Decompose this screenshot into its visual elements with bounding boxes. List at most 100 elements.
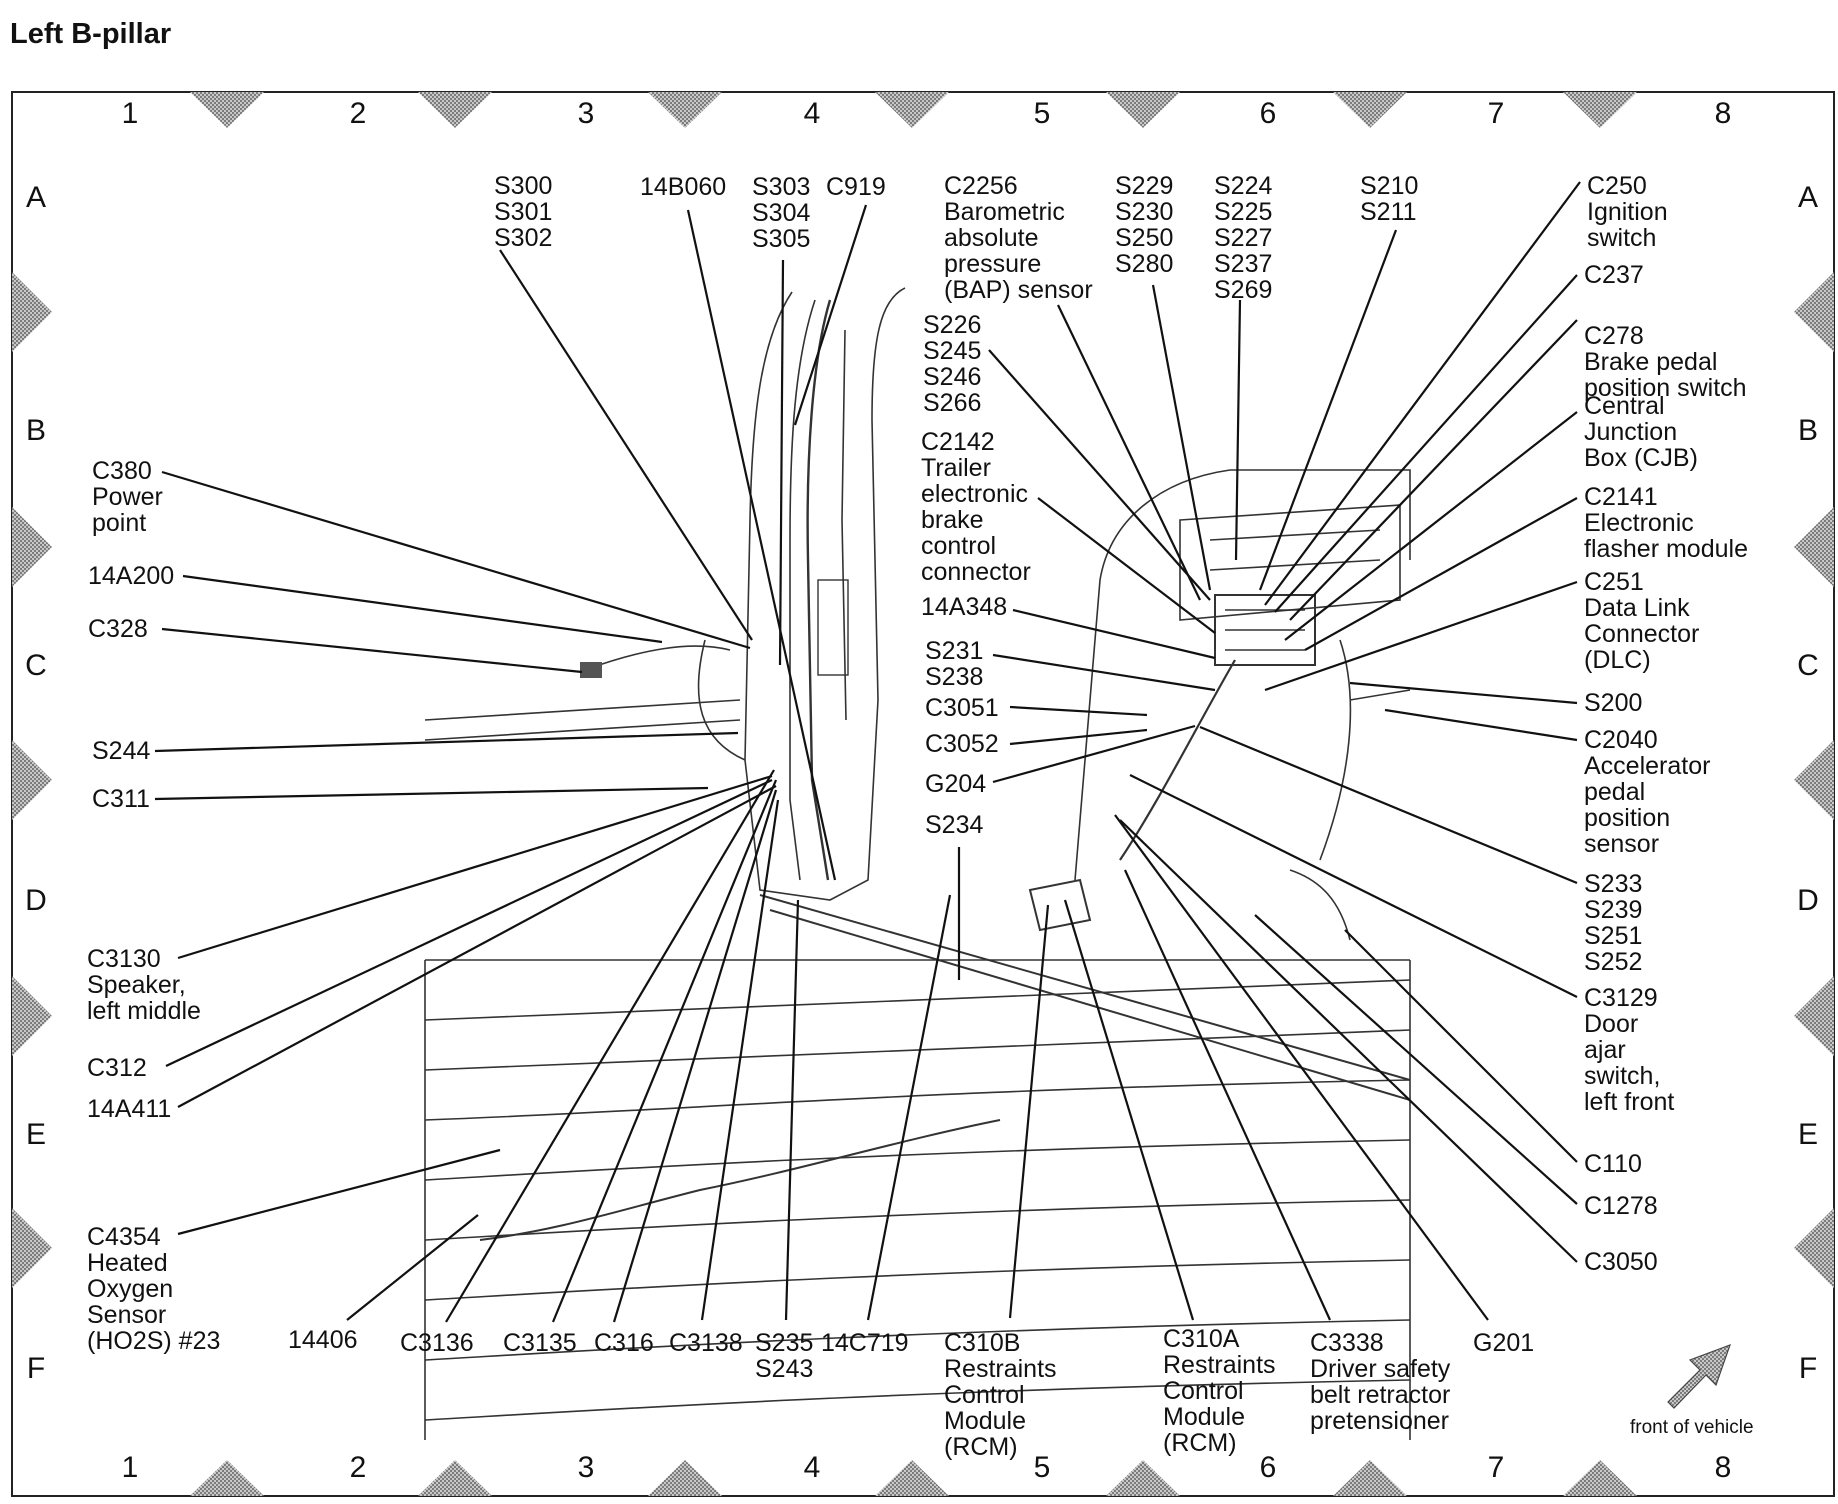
callout-14c719: 14C719 (821, 1329, 909, 1357)
callout-line: S303 (752, 173, 810, 201)
callout-line: S280 (1115, 250, 1173, 278)
callout-line: 14A411 (87, 1095, 171, 1123)
callout-line: C316 (594, 1329, 654, 1357)
callout-c3050: C3050 (1584, 1248, 1658, 1276)
grid-row-right-C: C (1797, 649, 1819, 682)
front-arrow-icon (1667, 1343, 1731, 1409)
callout-line: sensor (1584, 830, 1659, 858)
callout-line: S266 (923, 389, 981, 417)
callout-line: position (1584, 804, 1670, 832)
callout-line: S237 (1214, 250, 1272, 278)
callout-line: Connector (1584, 620, 1699, 648)
grid-marker-left-2 (12, 507, 52, 587)
callout-line: C380 (92, 457, 152, 485)
callout-line: S304 (752, 199, 810, 227)
callout-line: left front (1584, 1088, 1674, 1116)
callout-line: 14C719 (821, 1329, 909, 1357)
callout-line: brake (921, 506, 984, 534)
leader-c1278 (1254, 914, 1578, 1205)
callout-line: 14A200 (88, 562, 174, 590)
grid-marker-top-6 (1333, 92, 1407, 128)
callout-14a348: 14A348 (921, 593, 1007, 621)
callout-line: C312 (87, 1054, 147, 1082)
connector-c328 (580, 662, 602, 678)
leader-c3135 (551, 779, 778, 1323)
callout-line: pretensioner (1310, 1407, 1449, 1435)
callout-line: 14406 (288, 1326, 358, 1354)
callout-line: C3129 (1584, 984, 1658, 1012)
callout-c110: C110 (1584, 1150, 1642, 1178)
callout-line: control (921, 532, 996, 560)
callout-c3136: C3136 (400, 1329, 474, 1357)
page-title: Left B-pillar (10, 18, 172, 50)
callout-line: C237 (1584, 261, 1644, 289)
callout-line: connector (921, 558, 1031, 586)
b-pillar-outline (744, 287, 906, 901)
callout-line: S234 (925, 811, 983, 839)
grid-column-bottom-4: 4 (804, 1451, 821, 1484)
callout-line: (RCM) (1163, 1429, 1237, 1457)
leader-c3051 (1009, 705, 1148, 717)
b-pillar-bracket (817, 579, 849, 676)
grid-marker-right-5 (1794, 1208, 1834, 1288)
callout-line: S243 (755, 1355, 813, 1383)
callout-line: S269 (1214, 276, 1272, 304)
callout-line: C311 (92, 785, 150, 813)
callout-line: C3136 (400, 1329, 474, 1357)
junction-box (1214, 594, 1316, 666)
leader-c310a (1063, 899, 1195, 1321)
grid-column-top-6: 6 (1260, 97, 1277, 130)
callout-line: G201 (1473, 1329, 1534, 1357)
callout-line: switch, (1584, 1062, 1660, 1090)
grid-column-bottom-6: 6 (1260, 1451, 1277, 1484)
callout-g204: G204 (925, 770, 986, 798)
callout-line: Restraints (1163, 1351, 1276, 1379)
callout-line: S224 (1214, 172, 1272, 200)
callout-line: C3052 (925, 730, 999, 758)
floor-rib-8 (424, 1379, 1411, 1421)
callout-line: Data Link (1584, 594, 1690, 622)
grid-column-top-1: 1 (122, 97, 139, 130)
callout-14a200: 14A200 (88, 562, 174, 590)
callout-line: S305 (752, 225, 810, 253)
floor-rib-6 (424, 1259, 1411, 1301)
leader-c312 (165, 779, 773, 1067)
leader-c311 (154, 786, 709, 801)
grid-row-left-F: F (27, 1352, 45, 1385)
leader-s300 (499, 249, 753, 641)
leader-c237 (1274, 274, 1578, 613)
callout-line: S302 (494, 224, 552, 252)
callout-line: electronic (921, 480, 1028, 508)
leader-c2141 (1304, 497, 1578, 651)
grid-marker-top-7 (1563, 92, 1637, 128)
grid-row-left-A: A (26, 181, 46, 214)
leader-s224 (1234, 299, 1242, 561)
callout-s244: S244 (92, 737, 150, 765)
grid-marker-left-4 (12, 976, 52, 1056)
callout-line: C3051 (925, 694, 999, 722)
grid-marker-top-2 (418, 92, 492, 128)
grid-column-top-8: 8 (1715, 97, 1732, 130)
callout-line: Heated (87, 1249, 168, 1277)
callout-line: Brake pedal (1584, 348, 1717, 376)
floor-harness-run (479, 1119, 1001, 1241)
callout-line: C3130 (87, 945, 161, 973)
callout-c919: C919 (826, 173, 886, 201)
callout-line: switch (1587, 224, 1656, 252)
leader-g201 (1114, 814, 1489, 1321)
leader-c3136 (445, 769, 775, 1323)
callout-line: Speaker, (87, 971, 186, 999)
callout-c3051: C3051 (925, 694, 999, 722)
grid-marker-bottom-4 (875, 1460, 949, 1496)
callout-line: (BAP) sensor (944, 276, 1093, 304)
leader-s229 (1151, 284, 1212, 591)
callout-line: Junction (1584, 418, 1677, 446)
